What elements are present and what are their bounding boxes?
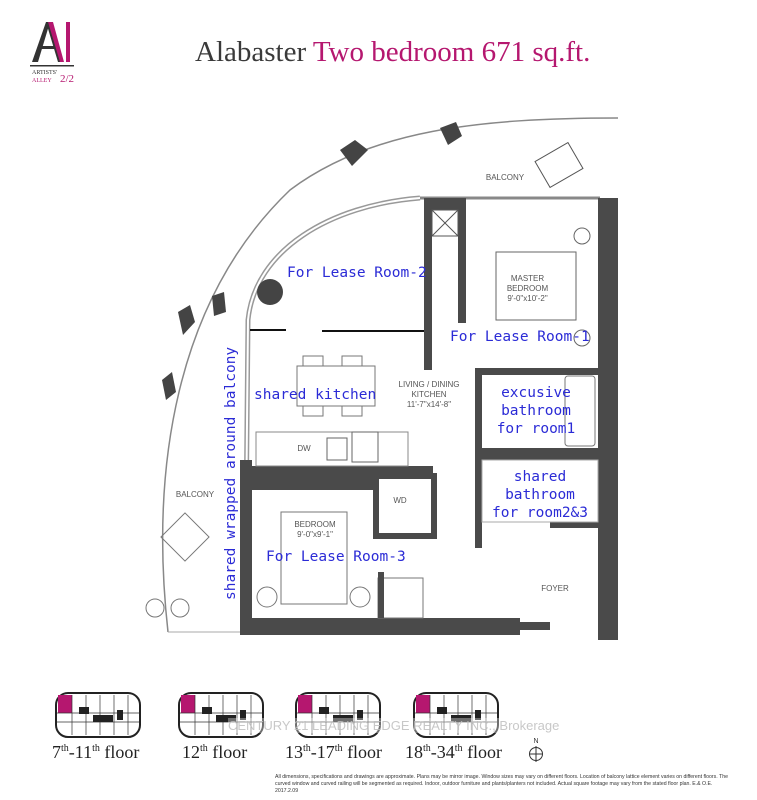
annotation-balcony: shared wrapped around balcony — [223, 346, 239, 600]
dishwasher-label: DW — [297, 444, 311, 453]
wall-bottom — [245, 618, 520, 635]
annotation-line: excusive — [501, 385, 571, 401]
svg-text:ALLEY: ALLEY — [32, 78, 52, 84]
stove — [351, 431, 379, 463]
annotation-room3: For Lease Room-3 — [266, 549, 406, 565]
sink — [326, 437, 348, 461]
title-unit: Two bedroom 671 sq.ft. — [312, 36, 591, 68]
wall-right — [598, 198, 618, 640]
lattice-fin — [162, 372, 176, 400]
master-bedroom-label: MASTER BEDROOM 9'-0"x10'-2" — [495, 274, 560, 304]
annotation-line: bathroom — [505, 487, 575, 503]
key-plan-thumbnail — [55, 692, 141, 738]
bathtub — [564, 375, 596, 447]
round-table — [257, 279, 283, 305]
room-name: MASTER BEDROOM — [506, 274, 549, 293]
floor-label-1: 7th-11th floor — [52, 742, 140, 762]
lattice-fin — [178, 305, 195, 335]
page-title: Alabaster Two bedroom 671 sq.ft. — [195, 36, 590, 69]
annotation-line: for room2&3 — [491, 505, 589, 521]
living-label: LIVING / DINING KITCHEN 11'-7"x14'-8" — [384, 380, 474, 410]
floor-label-3: 13th-17th floor — [285, 742, 383, 762]
annotation-line: bathroom — [501, 403, 571, 419]
annotation-room2: For Lease Room-2 — [287, 265, 427, 281]
annotation-bath2: shared bathroom for room2&3 — [490, 468, 590, 522]
room-name: LIVING / DINING KITCHEN — [398, 380, 460, 399]
floor-plan — [145, 117, 619, 640]
lattice-fin — [340, 140, 368, 166]
annotation-line: shared — [513, 469, 567, 485]
room-name: BEDROOM — [294, 520, 336, 529]
lounge-chair — [534, 141, 584, 189]
balcony-top-label: BALCONY — [485, 173, 525, 182]
lattice-fin — [212, 292, 226, 316]
dining-table — [296, 365, 376, 407]
annotation-kitchen: shared kitchen — [254, 387, 377, 403]
lattice-fin — [440, 122, 462, 145]
balcony-left-label: BALCONY — [175, 490, 215, 499]
master-bed — [495, 251, 577, 321]
svg-text:2/2: 2/2 — [60, 73, 74, 85]
room-size: 11'-7"x14'-8" — [406, 400, 452, 409]
foyer-label: FOYER — [541, 584, 569, 593]
washer-dryer-label: WD — [393, 496, 407, 505]
patio-table — [160, 512, 210, 562]
room-size: 9'-0"x10'-2" — [507, 294, 548, 303]
floor-label-2: 12th floor — [182, 742, 248, 762]
north-compass-icon: N — [528, 738, 544, 762]
wall-closet — [424, 198, 466, 210]
annotation-line: for room1 — [496, 421, 576, 437]
room-size: 9'-0"x9'-1" — [297, 530, 333, 539]
key-plan-thumbnail — [413, 692, 499, 738]
bedroom-label: BEDROOM 9'-0"x9'-1" — [280, 520, 350, 540]
bedroom-bed — [280, 511, 348, 605]
disclaimer: All dimensions, specifications and drawi… — [275, 774, 728, 794]
logo-mark-icon: ARTISTS' ALLEY 2/2 — [30, 22, 74, 85]
annotation-bath1: excusive bathroom for room1 — [496, 384, 576, 438]
title-building: Alabaster — [195, 36, 307, 68]
svg-text:ARTISTS': ARTISTS' — [32, 70, 57, 76]
kitchen-counter — [255, 431, 409, 467]
balcony-railing — [162, 117, 619, 633]
key-plan-thumbnail — [295, 692, 381, 738]
annotation-room1: For Lease Room-1 — [450, 329, 590, 345]
key-plan-thumbnail — [178, 692, 264, 738]
floor-label-4: 18th-34th floor — [405, 742, 503, 762]
logo: ARTISTS' ALLEY 2/2 — [28, 18, 78, 88]
watermark: CENTURY 21 LEADING EDGE REALTY INC., Bro… — [228, 718, 560, 733]
